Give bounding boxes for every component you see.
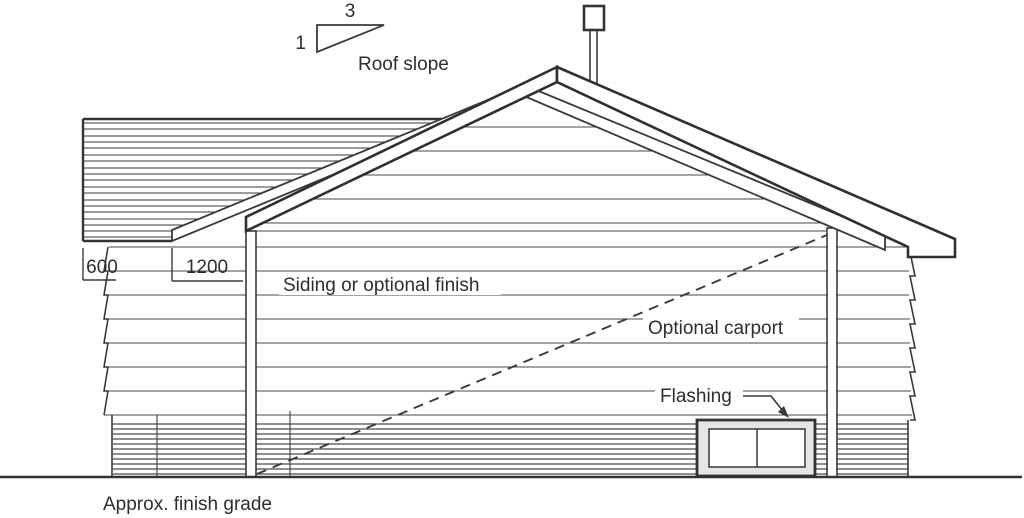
label-halo <box>655 385 743 405</box>
dim-1200-label: 1200 <box>186 257 228 278</box>
finish-grade-label: Approx. finish grade <box>103 494 272 515</box>
right-carport-post <box>826 227 838 478</box>
existing-roof-hatch <box>83 122 432 238</box>
arrowhead-icon <box>778 406 789 418</box>
dimension-1200: 1200 <box>171 248 243 282</box>
flashing-leader-arrow <box>743 395 789 418</box>
slope-rise-label: 1 <box>295 33 306 54</box>
roof-slope-label: Roof slope <box>358 54 449 75</box>
wall-finish-label: Siding or optional finish <box>283 275 479 296</box>
label-halo <box>643 318 799 338</box>
carport-roof-dashed-line <box>256 234 828 475</box>
carport-window <box>695 418 817 478</box>
front-roof-band-left <box>244 64 559 234</box>
front-gable-roof-band <box>244 64 957 259</box>
left-wall-edge <box>103 246 113 477</box>
slope-triangle-icon <box>316 24 385 54</box>
slope-run-label: 3 <box>345 1 356 22</box>
text-labels: Siding or optional finish Optional carpo… <box>103 274 799 515</box>
front-roof-band-right <box>555 65 957 259</box>
flashing-label: Flashing <box>660 386 732 407</box>
left-carport-post <box>245 230 257 478</box>
dimension-600: 600 <box>82 248 118 281</box>
vent-cap <box>582 4 606 32</box>
roof-slope-indicator: 3 1 Roof slope <box>295 1 448 75</box>
gable-siding-lines <box>263 126 858 224</box>
existing-roof-outline <box>81 117 449 243</box>
optional-carport-label: Optional carport <box>648 318 784 339</box>
label-halo <box>279 274 501 295</box>
wall-siding-lines <box>104 230 912 416</box>
dim-600-label: 600 <box>86 257 118 278</box>
right-wall-edge <box>907 251 916 477</box>
rear-roof-band-right <box>523 83 886 252</box>
